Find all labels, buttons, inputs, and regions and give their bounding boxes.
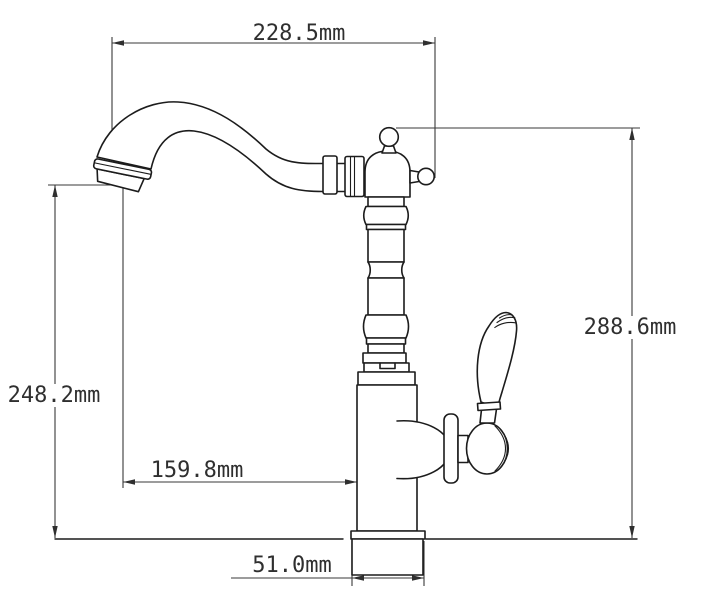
faucet-column xyxy=(357,196,416,386)
dimension-spout-width: 228.5mm xyxy=(111,21,436,178)
mounting-nut xyxy=(363,362,410,373)
column-segment xyxy=(367,196,405,208)
dimension-arrowhead xyxy=(423,40,435,46)
nozzle-band-line xyxy=(94,162,151,175)
column-segment xyxy=(367,343,405,354)
dimension-label-spout-reach: 159.8mm xyxy=(151,458,244,483)
dimension-arrowhead xyxy=(52,526,58,538)
dimension-arrowhead xyxy=(629,526,635,538)
base-block xyxy=(351,538,424,576)
spout-pipe-ring xyxy=(322,155,338,195)
mounting-nut-notch xyxy=(379,362,396,370)
faucet-drawing xyxy=(54,101,638,576)
valve-handle-assembly xyxy=(396,311,518,484)
column-transition-block xyxy=(357,371,416,386)
base-flange xyxy=(350,530,426,540)
label-background xyxy=(583,316,678,339)
column-segment xyxy=(367,277,405,316)
column-thin-ring xyxy=(365,337,407,345)
spout-collar-lines xyxy=(349,156,356,197)
dimension-spout-reach: 159.8mm xyxy=(122,187,357,488)
dimension-label-base-width: 51.0mm xyxy=(252,553,331,578)
dimension-arrowhead xyxy=(52,185,58,197)
spout-nozzle xyxy=(92,158,153,193)
dimension-arrowhead xyxy=(123,479,135,485)
dimensions: 228.5mm 288.6mm 248.2mm 159.8mm xyxy=(7,21,678,586)
faucet-body-dome xyxy=(364,150,411,198)
handle-cap-lines xyxy=(494,314,517,329)
column-segment xyxy=(367,228,405,263)
dimension-lines xyxy=(48,184,125,538)
handle-stem-collar xyxy=(476,401,502,412)
dimension-arrowhead xyxy=(112,40,124,46)
column-barrel-ring xyxy=(362,205,410,226)
finial-ball xyxy=(378,126,400,148)
faucet-base xyxy=(350,530,426,576)
label-background xyxy=(7,384,102,407)
handle-stem xyxy=(479,408,498,424)
column-barrel-ring xyxy=(362,314,410,339)
valve-dome-fill xyxy=(397,420,450,479)
column-waist xyxy=(367,261,405,279)
dimension-arrowhead xyxy=(412,575,424,581)
dimension-arrowhead xyxy=(352,575,364,581)
dimension-label-spout-height: 248.2mm xyxy=(8,383,101,408)
dimension-lines xyxy=(122,187,357,488)
dimension-label-spout-width: 228.5mm xyxy=(253,21,346,46)
column-collar-block xyxy=(362,352,407,364)
handle-knob-contours xyxy=(494,425,510,472)
dimension-arrowhead xyxy=(345,479,357,485)
dimension-overall-height: 288.6mm xyxy=(396,127,678,538)
valve-flange-disc xyxy=(443,413,459,484)
dimension-spout-height: 248.2mm xyxy=(7,184,125,538)
dimension-label-overall-height: 288.6mm xyxy=(584,315,677,340)
dimension-arrowhead xyxy=(629,128,635,140)
side-knob-ball xyxy=(416,167,435,186)
